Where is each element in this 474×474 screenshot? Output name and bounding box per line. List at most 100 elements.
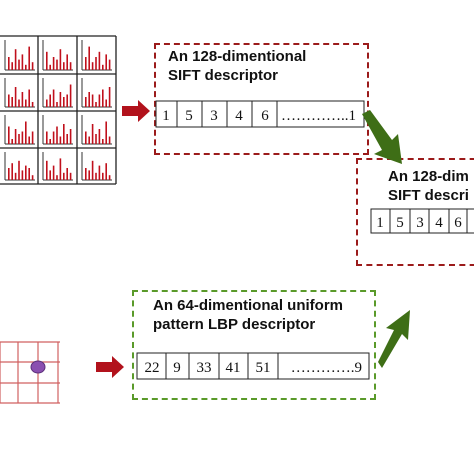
histogram-bar xyxy=(56,175,58,180)
histogram-bar xyxy=(59,49,62,70)
histogram-bar xyxy=(66,54,68,70)
histogram-bar xyxy=(14,172,17,180)
histogram-bar xyxy=(85,131,87,144)
histogram-bar xyxy=(88,170,90,180)
histogram-bar xyxy=(108,59,111,70)
histogram-bar xyxy=(85,57,87,70)
histogram-bar xyxy=(66,134,68,144)
histogram-bar xyxy=(25,64,27,70)
lbp-descriptor-label-line2: pattern LBP descriptor xyxy=(153,316,316,333)
histogram-bar xyxy=(88,46,90,70)
histogram-bar xyxy=(105,54,107,70)
green-arrow-icon xyxy=(378,310,410,368)
sift-vector: 1 5 3 4 6 …………..1 xyxy=(155,100,365,128)
sift-descriptor-box xyxy=(154,43,369,155)
histogram-bar xyxy=(31,102,34,107)
histogram-bar xyxy=(85,168,87,180)
histogram-bar xyxy=(59,92,62,107)
pixel-dot-icon xyxy=(30,360,46,374)
histogram-bar xyxy=(18,99,20,107)
histogram-bar xyxy=(31,62,34,70)
histogram-bar xyxy=(25,121,27,144)
histogram-bar xyxy=(66,94,68,107)
sift-cell-3: 3 xyxy=(210,108,218,124)
histogram-bar xyxy=(98,129,101,144)
histogram-bar xyxy=(18,134,20,144)
histogram-bar xyxy=(46,99,48,107)
histogram-bar xyxy=(108,136,111,144)
histogram-bar xyxy=(11,163,13,180)
histogram-bar xyxy=(11,97,13,107)
histogram-bar xyxy=(105,163,107,180)
histogram-bar xyxy=(59,136,62,144)
histogram-bar xyxy=(102,89,104,107)
histogram-bar xyxy=(52,131,55,144)
histogram-bar xyxy=(49,94,51,107)
histogram-bar xyxy=(85,97,87,107)
sift-vector-cropped: 1 5 3 4 6 xyxy=(370,208,474,234)
sift-cropped-label-line2: SIFT descri xyxy=(388,187,469,204)
histogram-bar xyxy=(31,131,34,144)
sift-descriptor-label-line1: An 128-dimentional xyxy=(168,48,307,65)
sift-cell-1: 1 xyxy=(162,108,170,124)
histogram-bar xyxy=(28,136,30,144)
histogram-bar xyxy=(56,59,58,70)
histogram-bar xyxy=(11,139,13,144)
lbp-cell-6: ………….9 xyxy=(291,360,362,376)
histogram-bar xyxy=(18,59,20,70)
histogram-bar xyxy=(28,46,30,70)
lbp-cell-1: 22 xyxy=(145,360,160,376)
histogram-bar xyxy=(95,102,97,107)
histogram-bar xyxy=(88,92,90,107)
histogram-bar xyxy=(108,175,111,180)
histogram-bar xyxy=(69,172,72,180)
histogram-bar xyxy=(28,89,30,107)
histogram-bar xyxy=(56,102,58,107)
histogram-bar xyxy=(63,172,65,180)
histogram-bar xyxy=(102,139,104,144)
histogram-bar xyxy=(52,165,55,180)
sift-cropped-cell-5: 6 xyxy=(454,215,462,231)
histogram-bar xyxy=(95,172,97,180)
lbp-cell-4: 41 xyxy=(226,360,241,376)
lbp-cell-3: 33 xyxy=(197,360,212,376)
histogram-bar xyxy=(102,64,104,70)
sift-cell-5: 6 xyxy=(261,108,269,124)
histogram-bar xyxy=(52,57,55,70)
histogram-bar xyxy=(98,165,101,180)
histogram-bar xyxy=(21,92,24,107)
lbp-descriptor-label-line1: An 64-dimentional uniform xyxy=(153,297,344,314)
lbp-cell-5: 51 xyxy=(256,360,271,376)
histogram-bar xyxy=(98,94,101,107)
histogram-bar xyxy=(25,99,27,107)
histogram-bar xyxy=(63,97,65,107)
histogram-bar xyxy=(95,57,97,70)
histogram-bar xyxy=(95,134,97,144)
histogram-bar xyxy=(14,49,17,70)
histogram-bar xyxy=(49,170,51,180)
histogram-bar xyxy=(91,94,94,107)
lbp-cell-2: 9 xyxy=(173,360,181,376)
sift-cropped-cell-3: 3 xyxy=(416,215,424,231)
histogram-bar xyxy=(69,129,72,144)
histogram-bar xyxy=(14,87,17,107)
histogram-bar xyxy=(66,168,68,180)
histogram-bar xyxy=(31,175,34,180)
histogram-bar xyxy=(25,165,27,180)
sift-cropped-cell-1: 1 xyxy=(376,215,384,231)
histogram-bar xyxy=(102,172,104,180)
lbp-vector: 22 9 33 41 51 ………….9 xyxy=(136,352,370,380)
histogram-bar xyxy=(63,62,65,70)
histogram-bar xyxy=(98,51,101,70)
sift-cropped-label-line1: An 128-dim xyxy=(388,168,469,185)
histogram-bar xyxy=(8,126,10,144)
histogram-bar xyxy=(8,94,10,107)
sift-descriptor-label-line2: SIFT descriptor xyxy=(168,67,279,84)
histogram-bar xyxy=(88,136,90,144)
histogram-bar xyxy=(21,131,24,144)
histogram-bar xyxy=(52,89,55,107)
histogram-bar xyxy=(21,170,24,180)
histogram-bar xyxy=(59,158,62,180)
histogram-bar xyxy=(56,126,58,144)
histogram-bar xyxy=(91,62,94,70)
